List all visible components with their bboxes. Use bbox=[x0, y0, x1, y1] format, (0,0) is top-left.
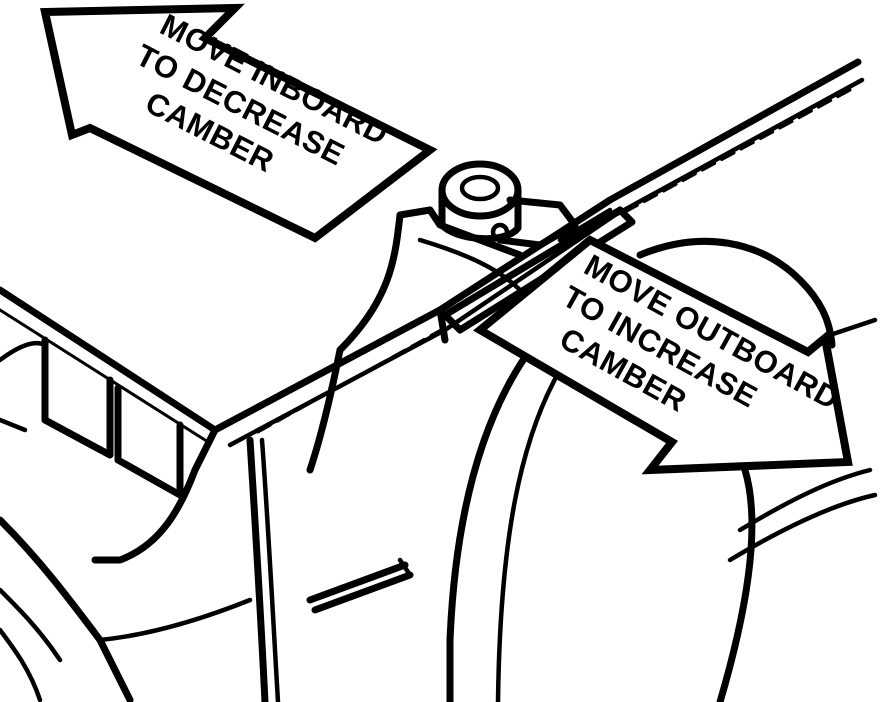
side-slot-end bbox=[397, 557, 413, 578]
tire-tread-3 bbox=[827, 317, 878, 338]
tower-inner bbox=[417, 237, 523, 293]
strut-tower bbox=[336, 160, 636, 354]
adjuster-nut-top bbox=[438, 160, 522, 220]
arrow-inboard-shape bbox=[40, 3, 438, 243]
headlamp-left bbox=[41, 336, 114, 459]
strut-rod bbox=[441, 206, 636, 334]
headlamp-right bbox=[114, 384, 184, 499]
fender-edge-upper bbox=[0, 286, 219, 434]
arrow-inboard: MOVE INBOARD TO DECREASE CAMBER bbox=[40, 3, 438, 243]
rail-dash-left bbox=[256, 323, 452, 434]
adjuster-bolt bbox=[490, 222, 510, 242]
rail-dash-right bbox=[623, 88, 852, 214]
bumper-inner-1 bbox=[0, 587, 63, 663]
bumper-inner-2 bbox=[0, 627, 43, 702]
well-edge-left-inner bbox=[259, 437, 281, 702]
fender-rail bbox=[211, 58, 865, 448]
tire-tread-1 bbox=[737, 467, 873, 533]
fender-edge-lower bbox=[0, 308, 207, 442]
lower-panel bbox=[97, 597, 253, 643]
body-short-line bbox=[0, 417, 28, 433]
tire-left-outer bbox=[446, 346, 534, 702]
adjuster-nut-body bbox=[438, 186, 522, 243]
adjuster-plate bbox=[496, 196, 579, 249]
side-slot-bottom bbox=[311, 571, 414, 614]
rail-notch bbox=[436, 306, 449, 344]
fender-corner bbox=[91, 426, 219, 564]
well-edge-left bbox=[246, 436, 269, 702]
vehicle-body bbox=[0, 286, 253, 702]
side-slot-top bbox=[306, 561, 409, 604]
strut-rod-line bbox=[557, 207, 613, 243]
wheel-well bbox=[246, 346, 414, 702]
arrow-outboard-shape bbox=[473, 235, 853, 475]
adjuster-nut-hole bbox=[459, 174, 501, 202]
body-curve bbox=[0, 340, 48, 363]
tire-top-arc bbox=[636, 237, 836, 349]
tire-right bbox=[716, 466, 756, 702]
tire-tread-2 bbox=[727, 492, 878, 563]
tower-left-edge bbox=[336, 211, 404, 354]
bumper-line bbox=[0, 516, 134, 702]
tire-left-inner bbox=[495, 367, 563, 702]
wheel bbox=[446, 237, 878, 702]
rail-top bbox=[211, 58, 862, 434]
well-upper bbox=[306, 346, 344, 474]
